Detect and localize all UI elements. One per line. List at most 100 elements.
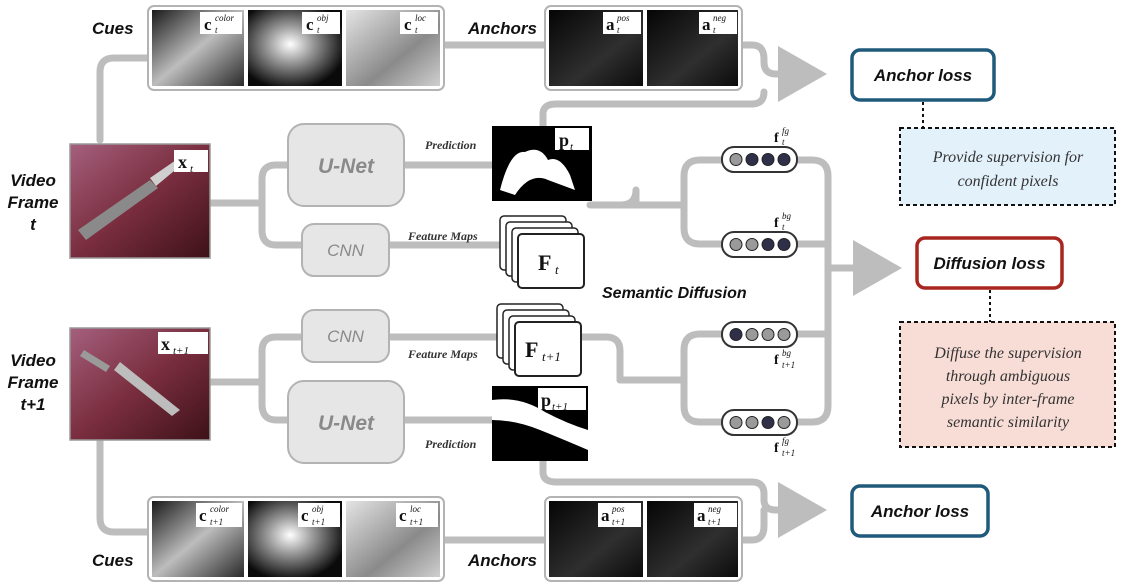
svg-text:a: a: [702, 15, 711, 34]
fg-vector-t1: f fg t+1: [721, 409, 798, 458]
svg-text:p: p: [541, 390, 551, 410]
svg-text:t: t: [713, 25, 716, 35]
svg-text:a: a: [601, 506, 610, 525]
video-frame-t1-label: Video Frame t+1: [7, 351, 58, 414]
video-frame-t-label: Video Frame t: [7, 171, 58, 234]
svg-text:t+1: t+1: [210, 517, 223, 527]
svg-text:fg: fg: [782, 126, 790, 136]
svg-text:obj: obj: [312, 504, 324, 514]
svg-text:Anchor loss: Anchor loss: [870, 502, 969, 521]
svg-text:fg: fg: [782, 436, 790, 446]
connector-bg-t1-out: [793, 264, 832, 338]
feature-maps-label-t: Feature Maps: [407, 229, 478, 243]
svg-text:t: t: [617, 25, 620, 35]
semantic-diffusion-label: Semantic Diffusion: [602, 285, 747, 302]
svg-text:Anchor loss: Anchor loss: [873, 66, 972, 85]
cues-label-bottom: Cues: [92, 551, 134, 570]
prediction-label-t: Prediction: [425, 138, 477, 152]
svg-text:loc: loc: [410, 504, 421, 514]
svg-text:Diffusion loss: Diffusion loss: [933, 254, 1045, 273]
svg-text:t+1: t+1: [20, 395, 45, 414]
svg-text:f: f: [774, 353, 779, 368]
svg-text:confident pixels: confident pixels: [958, 173, 1059, 190]
diffusion-loss: Diffusion loss: [915, 236, 1064, 290]
video-frame-t-image: x t: [69, 143, 211, 259]
connector-to-unet-t: [258, 161, 306, 249]
svg-text:x: x: [178, 152, 187, 172]
svg-text:f: f: [774, 216, 779, 231]
svg-text:a: a: [606, 15, 615, 34]
bg-vector-t1: f bg t+1: [721, 321, 798, 370]
connector-lines: [96, 41, 902, 544]
svg-text:a: a: [697, 506, 706, 525]
feature-maps-t-stack: F t: [499, 215, 585, 289]
svg-text:color: color: [215, 13, 234, 23]
svg-text:U-Net: U-Net: [318, 155, 375, 178]
connector-branch-t1-fg-bg: [680, 330, 726, 426]
anchors-label-bottom: Anchors: [467, 551, 537, 570]
svg-text:c: c: [399, 506, 407, 525]
svg-text:neg: neg: [713, 13, 726, 23]
svg-text:c: c: [301, 506, 309, 525]
svg-text:bg: bg: [782, 211, 792, 221]
bg-vector-t: f bg t: [721, 211, 798, 258]
svg-text:semantic similarity: semantic similarity: [947, 414, 1070, 431]
svg-text:c: c: [199, 506, 207, 525]
svg-text:t: t: [215, 25, 218, 35]
connector-merge-t1: [578, 333, 624, 384]
connector-frame-t1-to-cues: [96, 436, 152, 536]
svg-text:t+1: t+1: [612, 517, 625, 527]
connector-branch-t-fg-bg: [680, 156, 726, 248]
svg-text:Diffuse the supervision: Diffuse the supervision: [933, 345, 1082, 362]
anchors-strip-top: a pos t a neg t: [544, 5, 743, 91]
svg-text:t: t: [30, 215, 37, 234]
unet-t1-block: U-Net: [287, 380, 405, 464]
svg-text:t+1: t+1: [173, 345, 189, 357]
anchor-loss-bottom: Anchor loss: [850, 484, 990, 538]
connector-fg-t1-out: [793, 330, 832, 426]
connector-prediction-t1-to-anchor-loss: [539, 456, 768, 498]
svg-text:x: x: [161, 334, 170, 354]
svg-text:t: t: [555, 262, 559, 277]
svg-text:t+1: t+1: [782, 448, 795, 458]
diffusion-loss-note: Diffuse the supervision through ambiguou…: [899, 321, 1116, 448]
svg-text:t: t: [317, 25, 320, 35]
svg-text:pos: pos: [616, 13, 630, 23]
connector-fg-t-out: [793, 156, 832, 272]
svg-text:t: t: [570, 141, 574, 153]
svg-text:CNN: CNN: [327, 241, 365, 260]
cnn-t-block: CNN: [301, 223, 390, 277]
svg-text:p: p: [559, 130, 569, 150]
svg-text:Video: Video: [10, 171, 56, 190]
feature-maps-t1-stack: F t+1: [496, 303, 582, 377]
svg-text:Frame: Frame: [7, 373, 58, 392]
cues-strip-top: c color t c obj t c loc t: [147, 5, 445, 91]
svg-text:t+1: t+1: [782, 360, 795, 370]
prediction-t-map: p t: [492, 126, 592, 201]
svg-text:c: c: [306, 15, 314, 34]
svg-text:Video: Video: [10, 351, 56, 370]
svg-text:t+1: t+1: [542, 349, 561, 364]
connector-prediction-t-to-anchor-loss: [539, 88, 768, 132]
connector-frame-t-to-cues: [96, 54, 152, 144]
svg-text:t: t: [782, 137, 785, 147]
prediction-label-t1: Prediction: [425, 437, 477, 451]
svg-text:f: f: [774, 131, 779, 146]
svg-text:color: color: [210, 504, 229, 514]
anchors-strip-bottom: a pos t+1 a neg t+1: [544, 496, 743, 582]
connector-anchors-to-anchor-loss-bottom: [760, 482, 827, 538]
svg-text:t: t: [782, 222, 785, 232]
svg-text:Frame: Frame: [7, 193, 58, 212]
unet-t-block: U-Net: [287, 123, 405, 207]
svg-text:through ambiguous: through ambiguous: [946, 368, 1070, 385]
svg-text:U-Net: U-Net: [318, 412, 375, 435]
video-frame-t1-image: x t+1: [69, 327, 211, 441]
prediction-t1-map: p t+1: [492, 386, 588, 461]
feature-maps-label-t1: Feature Maps: [407, 347, 478, 361]
svg-text:F: F: [525, 337, 538, 362]
svg-text:t+1: t+1: [708, 517, 721, 527]
svg-text:t: t: [190, 163, 194, 175]
fg-vector-t: f fg t: [721, 126, 798, 173]
svg-text:t+1: t+1: [312, 517, 325, 527]
